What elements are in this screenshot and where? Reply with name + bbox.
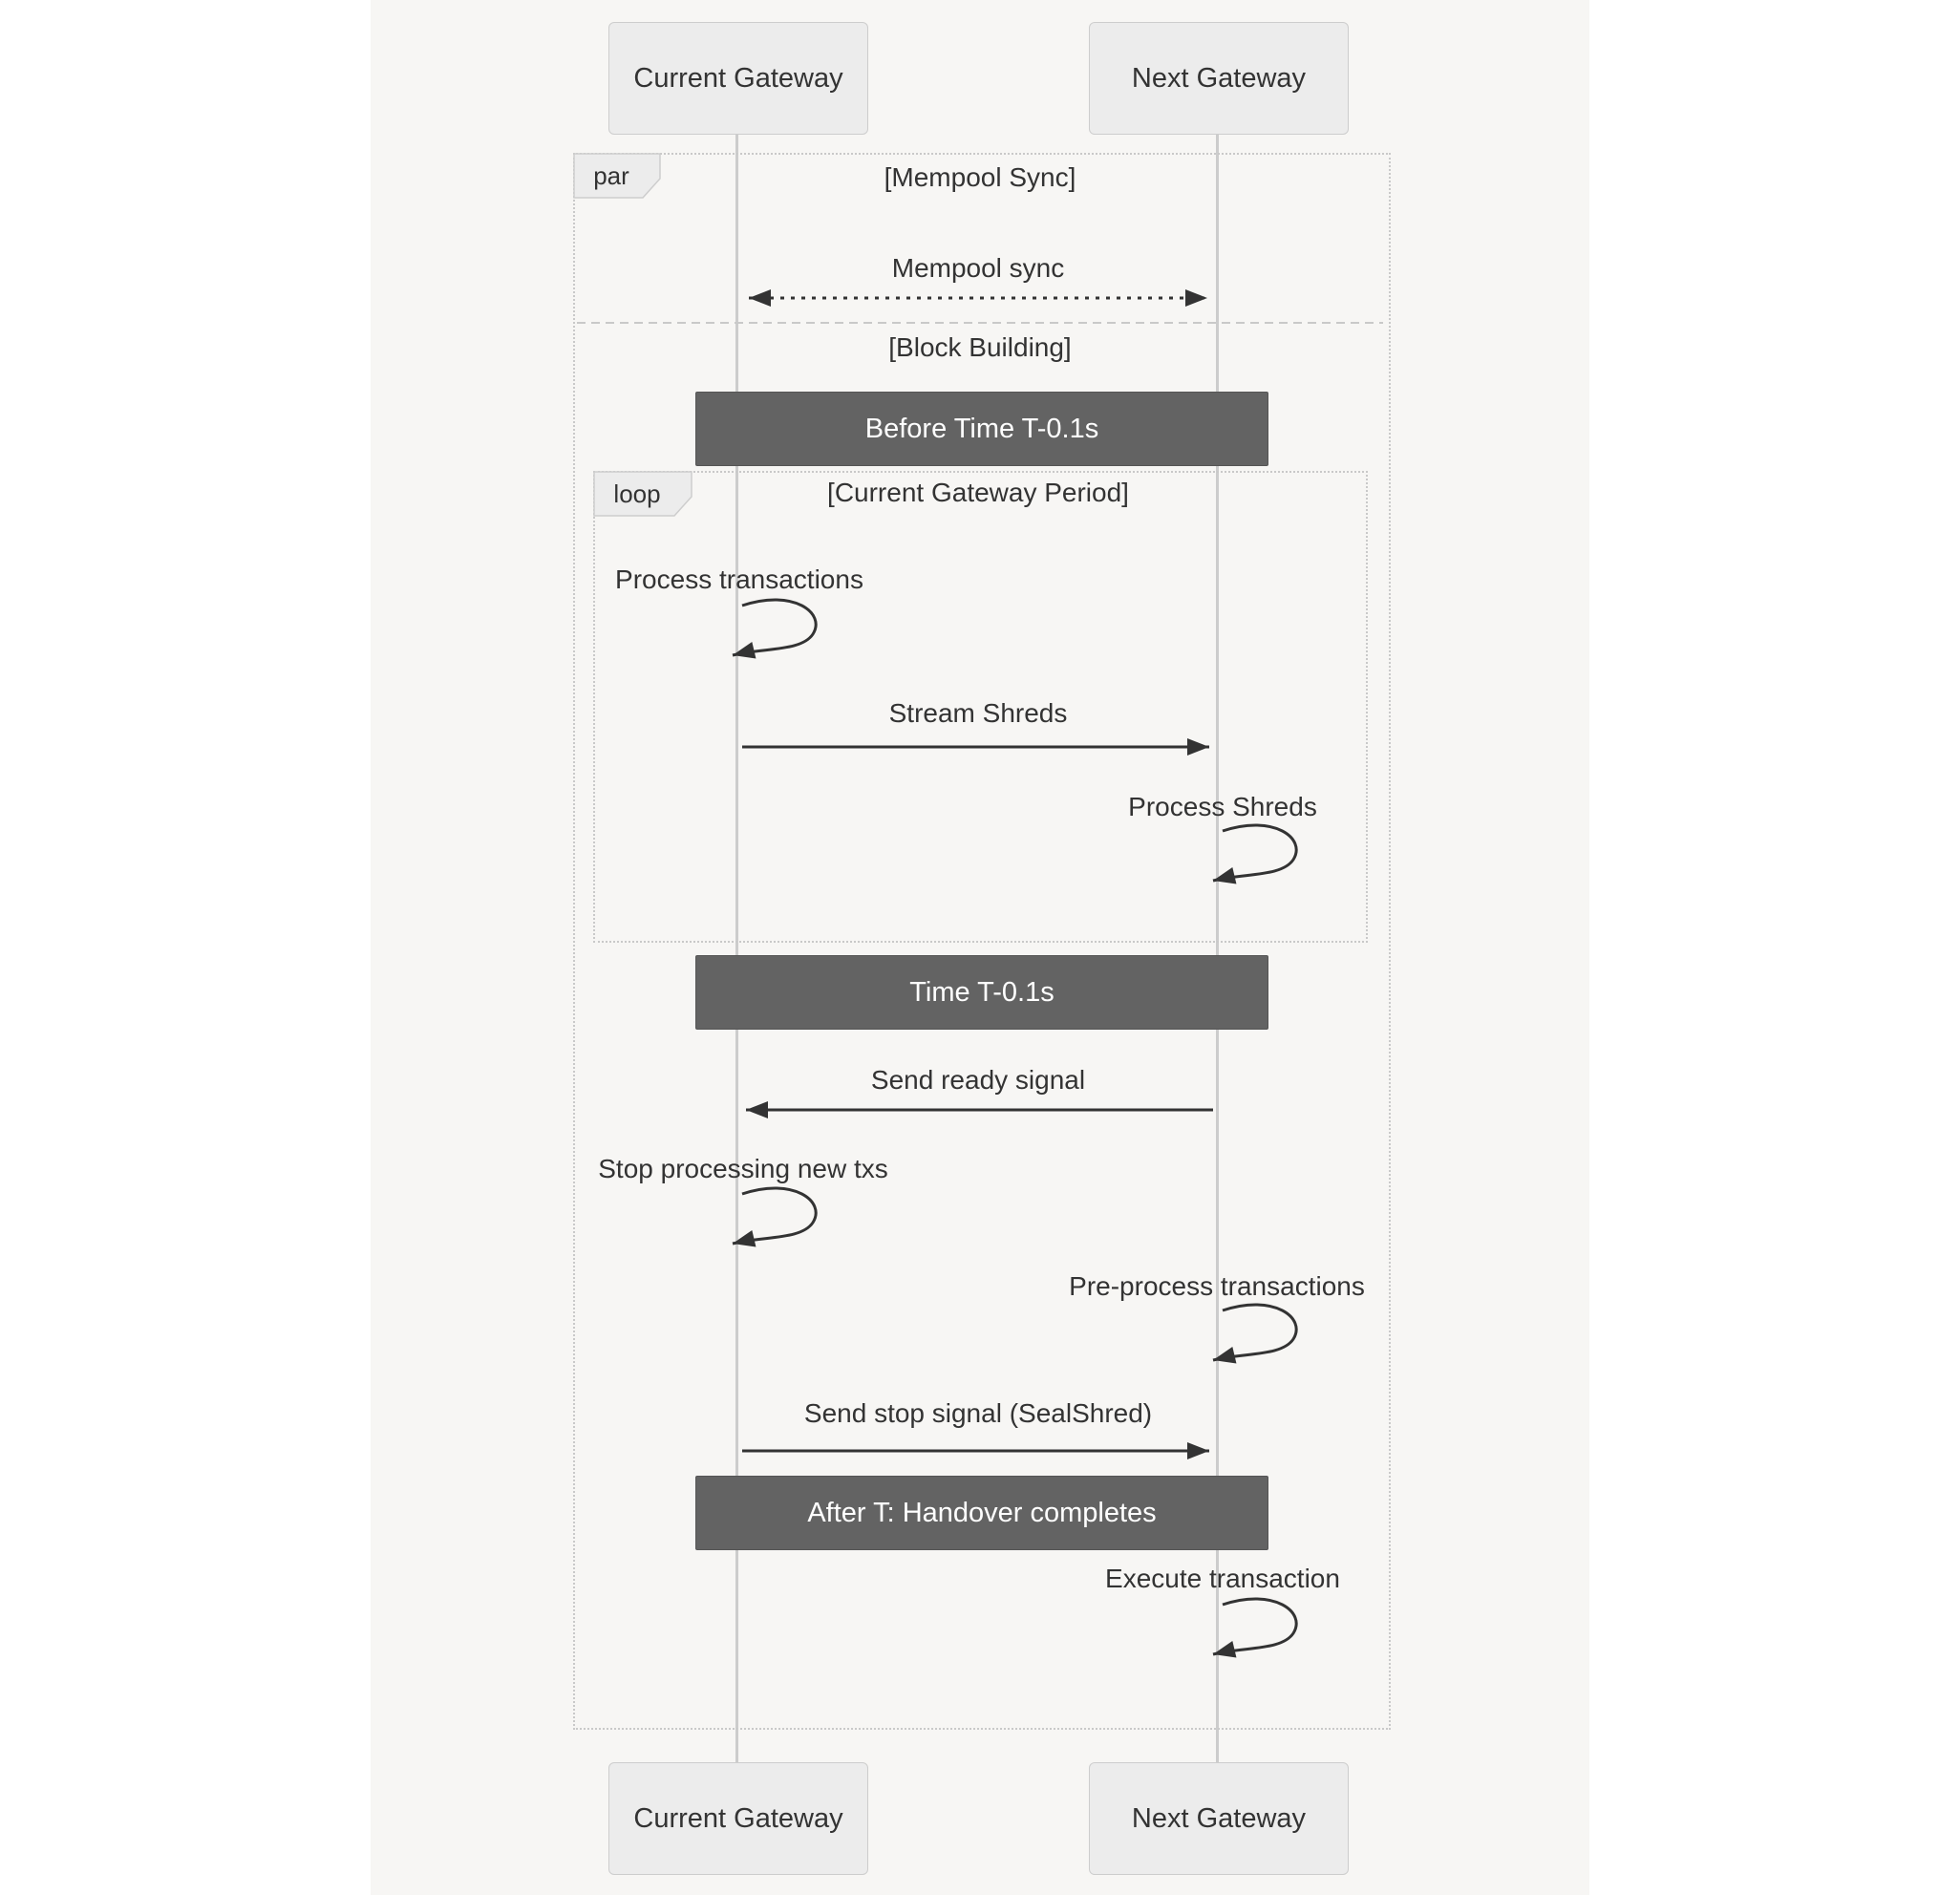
par-frame <box>573 153 1391 1730</box>
process-transactions-self-arrow <box>732 598 818 659</box>
preprocess-transactions-self-arrow <box>1212 1303 1298 1364</box>
message-process-shreds: Process Shreds <box>1128 792 1317 821</box>
message-process-transactions: Process transactions <box>615 564 863 594</box>
message-mempool-sync: Mempool sync <box>891 253 1065 283</box>
note-time: Time T-0.1s <box>695 955 1268 1030</box>
actor-bottom-next-gateway-label: Next Gateway <box>1131 1802 1307 1834</box>
message-stream-shreds: Stream Shreds <box>888 698 1068 728</box>
actor-bottom-next-gateway: Next Gateway <box>1089 1762 1349 1875</box>
loop-tab-label: loop <box>613 479 660 508</box>
par-tab-label: par <box>593 161 629 190</box>
actor-top-next-gateway-label: Next Gateway <box>1131 62 1307 94</box>
stop-processing-self-arrow <box>732 1186 818 1247</box>
actor-top-current-gateway-label: Current Gateway <box>633 62 843 94</box>
actor-bottom-current-gateway: Current Gateway <box>608 1762 868 1875</box>
message-preprocess-transactions: Pre-process transactions <box>1069 1271 1365 1301</box>
message-execute-transaction: Execute transaction <box>1105 1564 1340 1593</box>
par-tab-shape <box>573 153 661 199</box>
loop-frame <box>593 471 1368 943</box>
loop-tab: loop <box>593 471 692 517</box>
note-before-time: Before Time T-0.1s <box>695 392 1268 466</box>
execute-transaction-self-arrow <box>1212 1597 1298 1658</box>
actor-top-current-gateway: Current Gateway <box>608 22 868 135</box>
message-send-stop-signal: Send stop signal (SealShred) <box>803 1398 1153 1428</box>
actor-bottom-current-gateway-label: Current Gateway <box>633 1802 843 1834</box>
message-send-ready-signal: Send ready signal <box>870 1065 1086 1095</box>
lifeline-next-gateway <box>1216 135 1219 1762</box>
actor-top-next-gateway: Next Gateway <box>1089 22 1349 135</box>
par-tab: par <box>573 153 661 199</box>
loop-condition-label: [Current Gateway Period] <box>827 478 1129 507</box>
loop-tab-shape <box>593 471 692 517</box>
process-shreds-self-arrow <box>1212 823 1298 884</box>
lifeline-current-gateway <box>735 135 738 1762</box>
par-section-label-block-building: [Block Building] <box>888 332 1072 362</box>
note-after-time: After T: Handover completes <box>695 1476 1268 1550</box>
par-section-label-mempool-sync: [Mempool Sync] <box>884 162 1076 192</box>
message-stop-processing-new-txs: Stop processing new txs <box>598 1154 888 1183</box>
